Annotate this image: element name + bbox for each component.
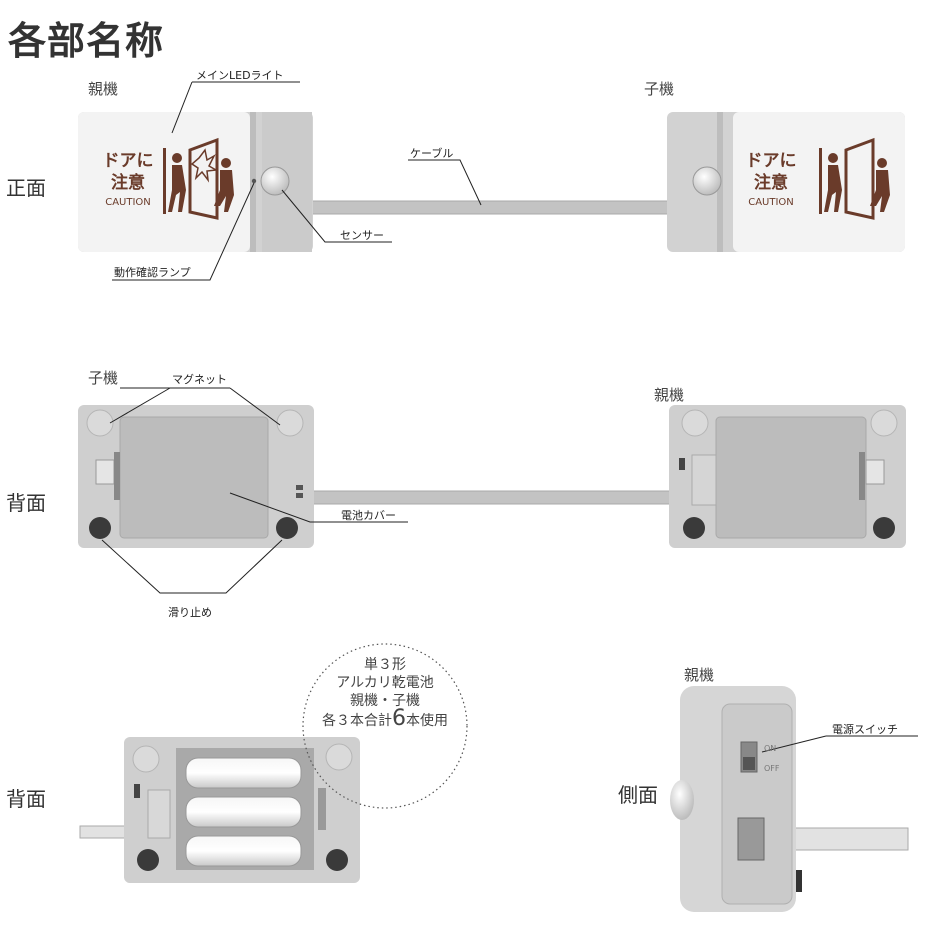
child-door-warning-icon	[819, 137, 890, 220]
label-magnet: マグネット	[172, 373, 227, 386]
sign-text-parent: ドアに 注意 CAUTION	[96, 150, 160, 212]
battery-icon	[185, 835, 302, 867]
battery-note-line3: 親機・子機	[350, 693, 420, 709]
child-unit-front	[667, 112, 905, 252]
switch-off-label: OFF	[764, 764, 780, 773]
view-label-back: 背面	[6, 491, 46, 515]
view-label-side: 側面	[618, 783, 658, 807]
cable-back	[304, 490, 676, 505]
label-non-slip: 滑り止め	[168, 606, 212, 619]
label-status-lamp: 動作確認ランプ	[114, 266, 191, 279]
view-label-back-2: 背面	[6, 787, 46, 811]
leader-power-switch	[761, 735, 827, 753]
unit-label-parent-front: 親機	[88, 80, 119, 98]
battery-note-line4: 各３本合計6本使用	[300, 708, 470, 730]
magnet-icon	[276, 409, 304, 437]
magnet-icon	[86, 409, 114, 437]
battery-note-line2: アルカリ乾電池	[336, 675, 434, 691]
door-warning-icon	[163, 137, 234, 220]
child-unit-back	[78, 405, 314, 548]
non-slip-pad-icon	[89, 517, 111, 539]
parent-unit-front	[78, 112, 313, 252]
unit-label-parent-side: 親機	[684, 666, 715, 684]
page-title: 各部名称	[8, 19, 165, 63]
sign-line2: 注意	[754, 173, 788, 193]
battery-note-line1: 単３形	[364, 657, 406, 673]
side-sensor-icon	[670, 780, 694, 820]
leader-main-led	[171, 81, 193, 134]
sign-line3: CAUTION	[105, 197, 151, 208]
leader-sensor	[281, 189, 392, 243]
battery-note-count: 6	[392, 706, 406, 731]
sign-line1: ドアに	[102, 151, 154, 171]
label-power-switch: 電源スイッチ	[832, 723, 898, 736]
label-cable: ケーブル	[410, 147, 454, 160]
battery-cover-parent	[715, 416, 867, 539]
leader-status-lamp	[112, 182, 255, 281]
battery-icon	[185, 796, 302, 828]
battery-note-line4-post: 本使用	[406, 713, 448, 729]
battery-note: 単３形 アルカリ乾電池 親機・子機 各３本合計6本使用	[300, 656, 470, 730]
unit-label-child-back: 子機	[88, 369, 119, 387]
sign-line1: ドアに	[745, 151, 797, 171]
parent-unit-open	[124, 737, 360, 883]
battery-cover-child	[119, 416, 269, 539]
leader-non-slip	[101, 539, 283, 594]
sign-line3: CAUTION	[748, 197, 794, 208]
status-lamp-icon	[251, 178, 257, 184]
non-slip-pad-icon	[276, 517, 298, 539]
sign-text-child: ドアに 注意 CAUTION	[737, 150, 805, 212]
label-battery-cover: 電池カバー	[341, 509, 396, 522]
battery-note-callout	[302, 643, 468, 809]
leader-battery-cover	[229, 492, 408, 523]
switch-on-label: ON	[764, 744, 777, 753]
view-label-front: 正面	[6, 176, 46, 200]
battery-icon	[185, 757, 302, 789]
cable-back-open	[79, 825, 126, 839]
label-main-led: メインLEDライト	[196, 69, 284, 82]
unit-label-parent-back: 親機	[654, 386, 685, 404]
leader-cable	[408, 159, 482, 206]
sensor-icon	[260, 166, 290, 196]
sign-line2: 注意	[111, 173, 145, 193]
cable-front	[304, 200, 676, 215]
label-sensor: センサー	[340, 229, 384, 242]
unit-label-child-front: 子機	[644, 80, 675, 98]
child-sensor-icon	[692, 166, 722, 196]
battery-note-line4-pre: 各３本合計	[322, 713, 392, 729]
parent-unit-side	[670, 686, 802, 912]
parent-unit-back	[669, 405, 906, 548]
